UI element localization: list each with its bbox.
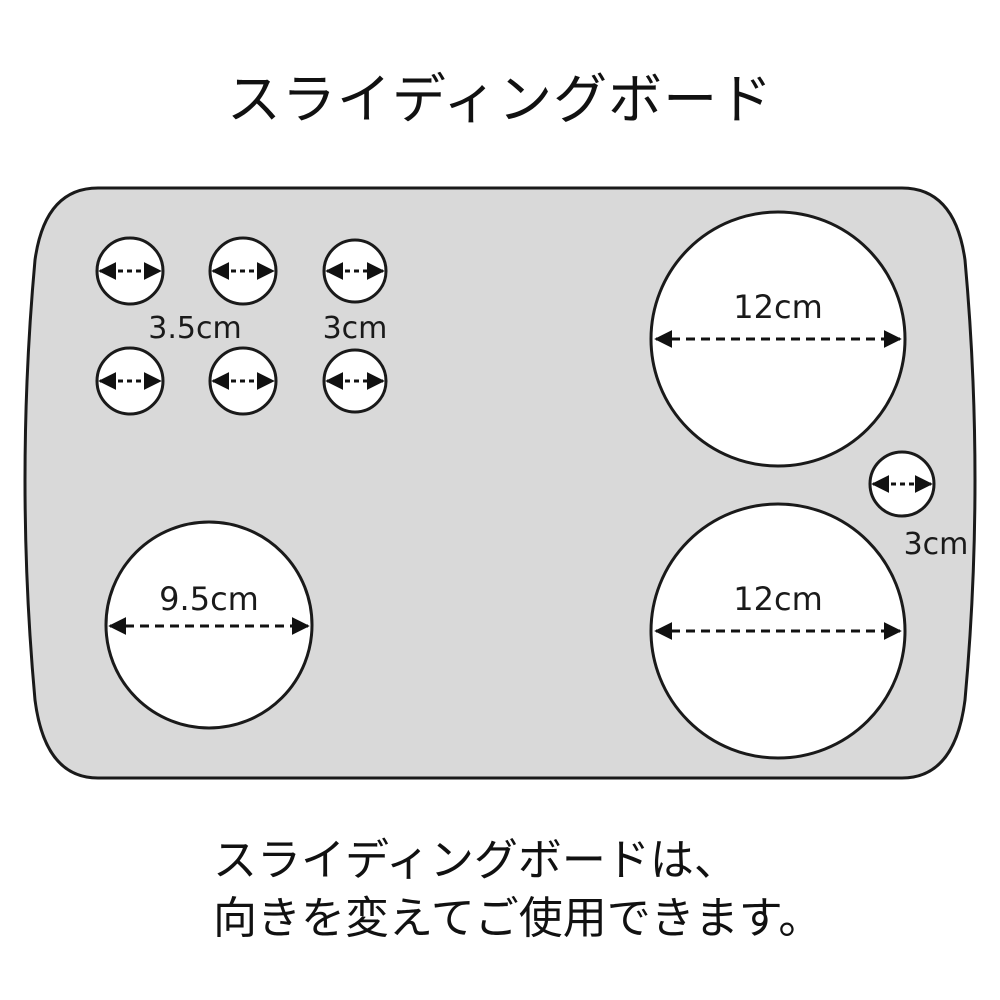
tiny-hole-right — [868, 450, 936, 518]
medium-hole-left — [104, 520, 314, 730]
large-bottom-size-label: 12cm — [733, 580, 822, 618]
caption-line-1: スライディングボードは、 — [213, 835, 738, 886]
tiny-right-size-label: 3cm — [904, 527, 969, 562]
caption: スライディングボードは、 向きを変えてご使用できます。 — [213, 832, 973, 948]
large-hole-top — [649, 210, 907, 468]
medium-left-size-label: 9.5cm — [159, 580, 259, 618]
small-hole-6 — [322, 348, 388, 414]
caption-line-2: 向きを変えてご使用できます。 — [213, 893, 823, 944]
small-hole-4 — [95, 346, 165, 416]
small-hole-3 — [322, 238, 388, 304]
large-top-size-label: 12cm — [733, 288, 822, 326]
small-hole-1 — [95, 236, 165, 306]
large-hole-bottom — [649, 502, 907, 760]
page-title: スライディングボード — [226, 68, 774, 131]
small-right-size-label: 3cm — [323, 311, 388, 346]
small-left-size-label: 3.5cm — [148, 311, 241, 346]
small-hole-2 — [208, 236, 278, 306]
small-hole-5 — [208, 346, 278, 416]
